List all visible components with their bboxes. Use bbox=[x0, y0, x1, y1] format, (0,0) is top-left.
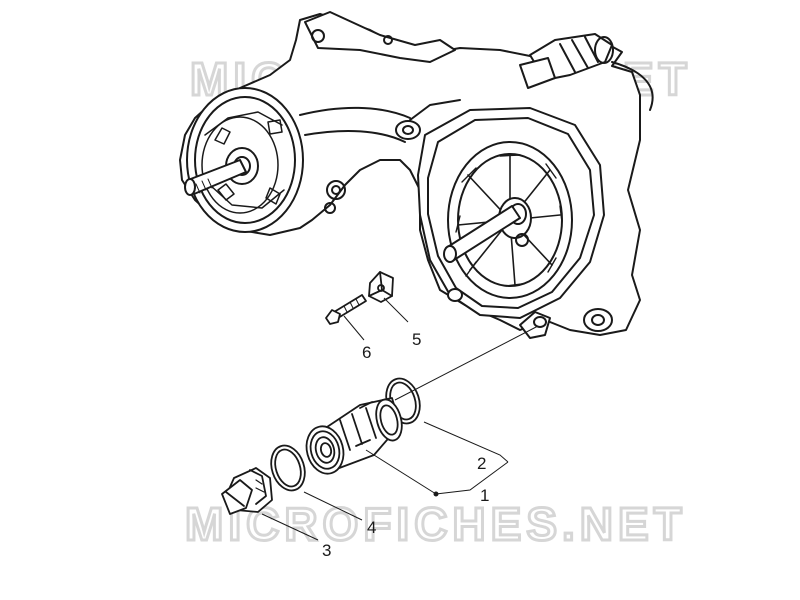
watermark-bottom: MICROFICHES.NET bbox=[185, 498, 687, 550]
callout-3: 3 bbox=[322, 541, 331, 560]
callout-1: 1 bbox=[480, 486, 489, 505]
part-6-screw bbox=[325, 294, 367, 325]
part-1-oil-filter bbox=[305, 397, 403, 475]
part-3-drain-plug bbox=[221, 467, 273, 515]
leader-lines bbox=[261, 297, 539, 541]
part-5-clip-nut bbox=[368, 271, 394, 303]
fan-cover bbox=[417, 107, 605, 319]
part-4-o-ring bbox=[270, 444, 306, 492]
callout-5: 5 bbox=[412, 330, 421, 349]
callout-4: 4 bbox=[367, 518, 376, 537]
clutch-assembly bbox=[184, 87, 304, 233]
callout-2: 2 bbox=[477, 454, 486, 473]
callout-6: 6 bbox=[362, 343, 371, 362]
